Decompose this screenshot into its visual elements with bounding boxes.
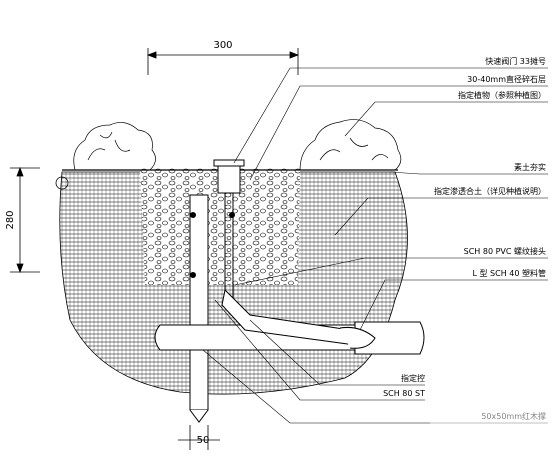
dimension-top [146,48,300,75]
label-plant: 指定植物（参照种植图） [458,90,546,100]
plants-left [73,122,156,171]
vertical-stake [189,194,209,423]
angled-pipe [221,288,376,349]
label-sch80: SCH 80 ST [383,389,425,398]
dimension-bottom [178,425,220,450]
label-pipe: L 型 SCH 40 塑料管 [473,268,547,278]
label-valve: 快速阀门 33摊号 [485,56,546,66]
dimension-top-value: 300 [213,40,232,51]
dimension-bottom-value: 50 [197,435,210,446]
dimension-left [10,166,40,274]
leader-lines [202,67,548,424]
label-soil: 素土夯实 [514,162,546,172]
plants-right [299,119,402,171]
label-control: 指定控 [401,373,425,383]
label-gravel: 30-40mm直径碎石层 [467,74,546,84]
label-pvc: SCH 80 PVC 螺纹接头 [464,246,546,256]
dimension-left-value: 280 [5,210,16,229]
valve-box [213,159,245,300]
label-mix: 指定渗透合土（详见种植说明） [434,186,546,196]
